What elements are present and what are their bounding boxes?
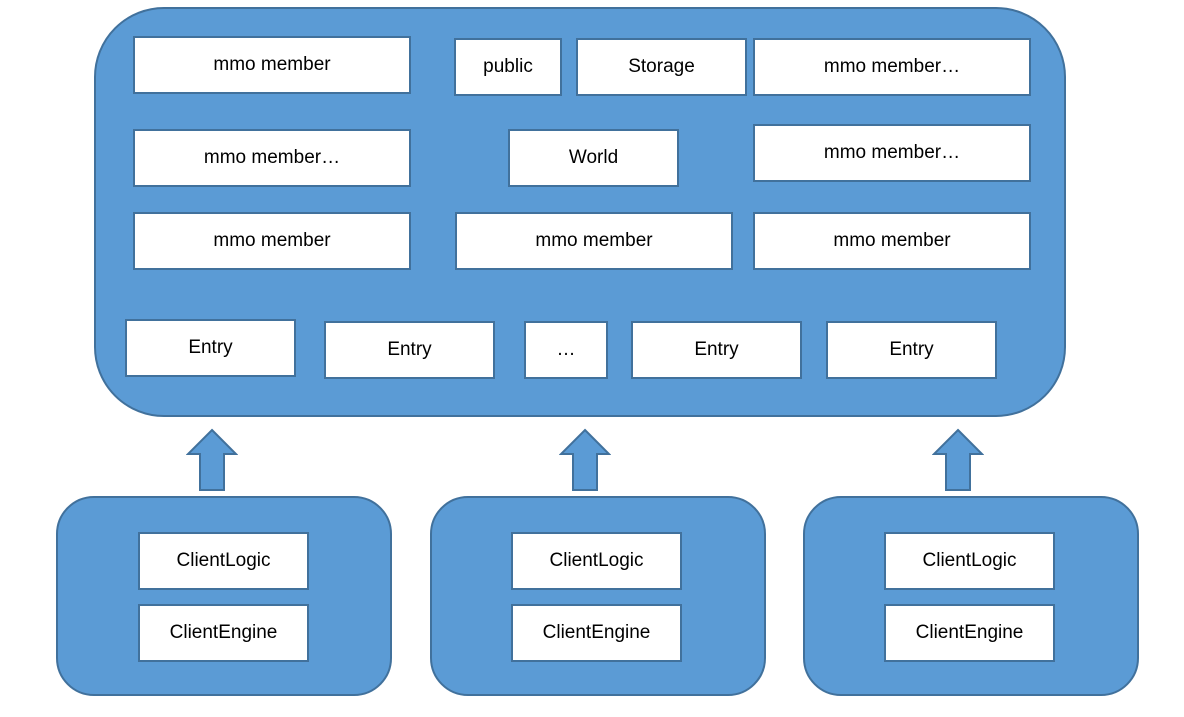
mmo-member-box: mmo member — [133, 212, 411, 270]
entry-box: Entry — [631, 321, 802, 379]
world-box: World — [508, 129, 679, 187]
client-logic-box: ClientLogic — [511, 532, 682, 590]
client-panel — [803, 496, 1139, 696]
entry-box: Entry — [125, 319, 296, 377]
mmo-member-box: mmo member — [455, 212, 733, 270]
entry-box: Entry — [826, 321, 997, 379]
client-panel — [56, 496, 392, 696]
client-panel — [430, 496, 766, 696]
client-logic-box: ClientLogic — [138, 532, 309, 590]
client-engine-box: ClientEngine — [138, 604, 309, 662]
mmo-member-box: mmo member… — [753, 124, 1031, 182]
storage-box: Storage — [576, 38, 747, 96]
up-arrow-icon — [559, 428, 611, 491]
client-engine-box: ClientEngine — [511, 604, 682, 662]
client-logic-box: ClientLogic — [884, 532, 1055, 590]
entry-box: Entry — [324, 321, 495, 379]
mmo-member-box: mmo member… — [133, 129, 411, 187]
mmo-member-box: mmo member… — [753, 38, 1031, 96]
entry-ellipsis-box: … — [524, 321, 608, 379]
public-box: public — [454, 38, 562, 96]
mmo-member-box: mmo member — [133, 36, 411, 94]
up-arrow-icon — [186, 428, 238, 491]
mmo-member-box: mmo member — [753, 212, 1031, 270]
up-arrow-icon — [932, 428, 984, 491]
client-engine-box: ClientEngine — [884, 604, 1055, 662]
